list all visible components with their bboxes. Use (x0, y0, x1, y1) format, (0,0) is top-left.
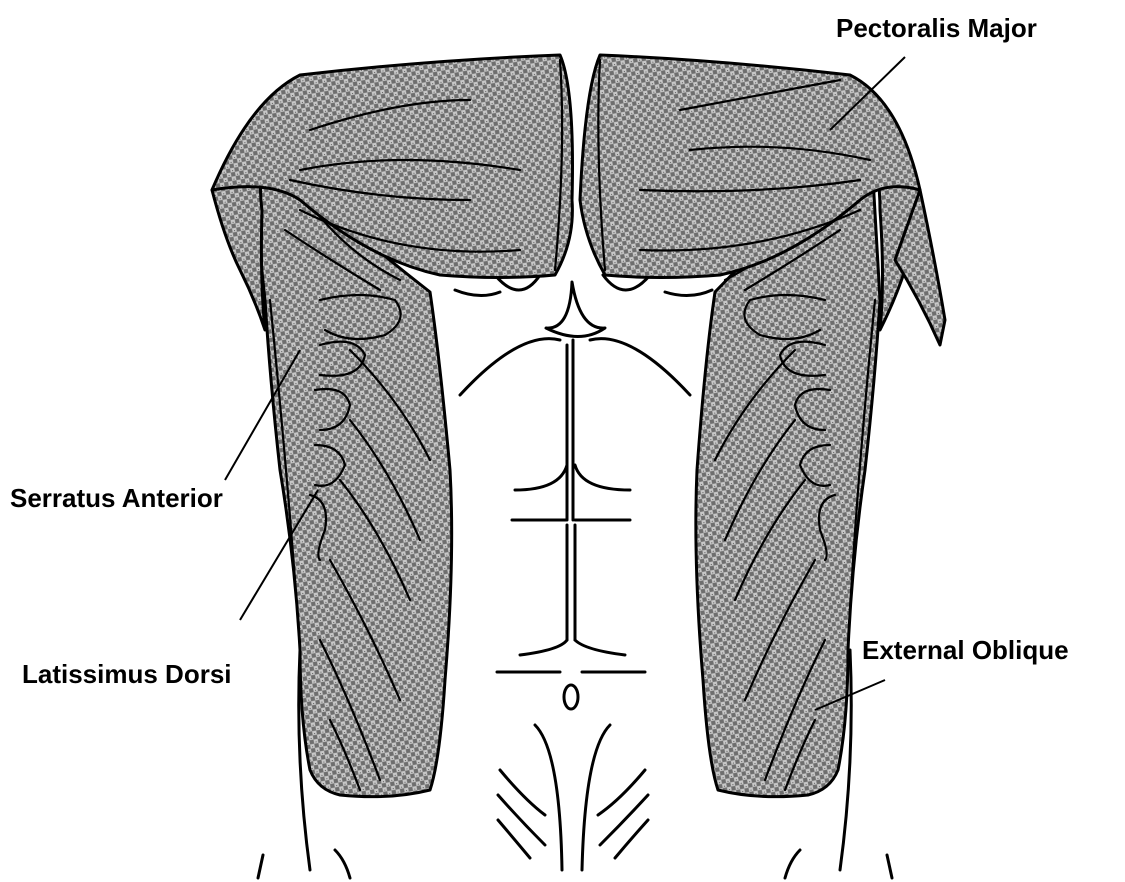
label-external-oblique: External Oblique (862, 635, 1069, 665)
label-pectoralis-major: Pectoralis Major (836, 13, 1037, 43)
label-serratus-anterior: Serratus Anterior (10, 483, 223, 513)
label-latissimus-dorsi: Latissimus Dorsi (22, 659, 232, 689)
